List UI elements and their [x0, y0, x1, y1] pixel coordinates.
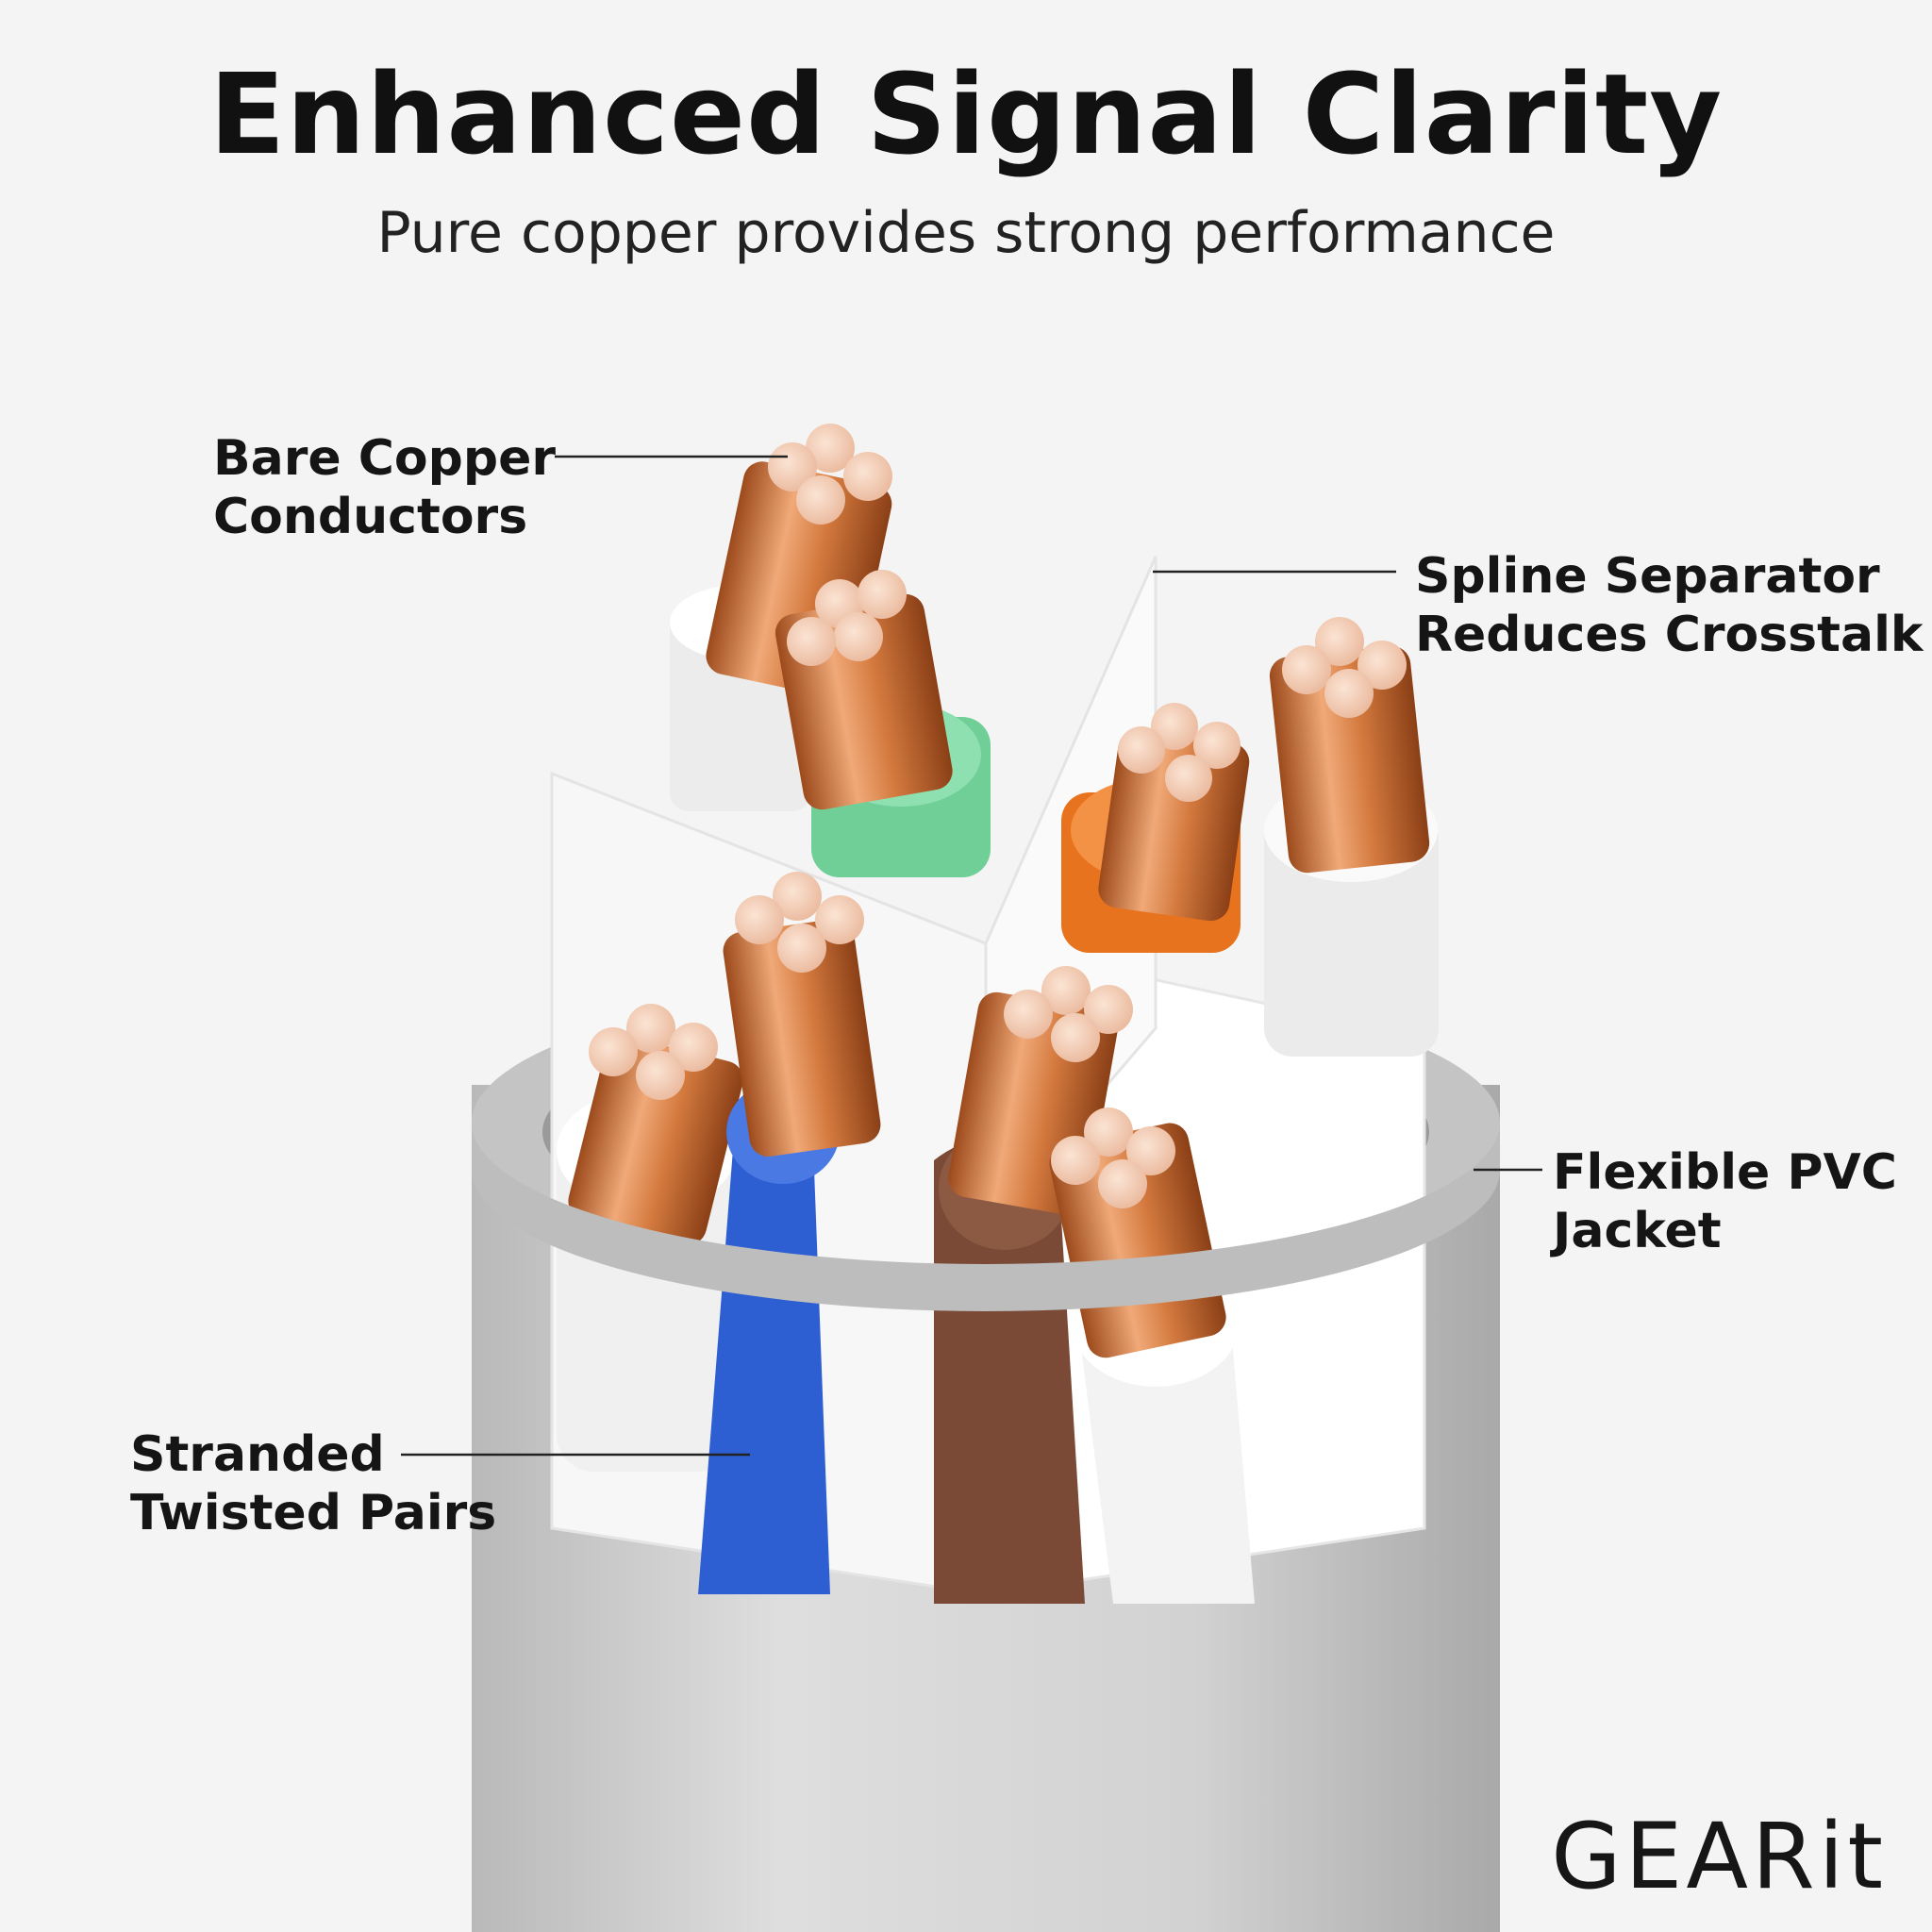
pvc-jacket-front-lip [472, 1123, 1500, 1311]
callout-bare-copper-line1: Bare Copper [213, 430, 556, 487]
callout-spline-line1: Spline Separator [1415, 548, 1880, 605]
wire-pair-front-left [557, 872, 881, 1594]
callout-spline: Spline Separator Reduces Crosstalk [1415, 547, 1923, 664]
wire-pair-front-right [934, 966, 1255, 1604]
page-title: Enhanced Signal Clarity [208, 49, 1724, 179]
page-subtitle: Pure copper provides strong performance [376, 200, 1556, 266]
gearit-logo: GEARit [1551, 1804, 1887, 1909]
callout-stranded-line2: Twisted Pairs [130, 1485, 497, 1541]
callout-spline-line2: Reduces Crosstalk [1415, 607, 1924, 663]
callout-jacket-line1: Flexible PVC [1553, 1144, 1897, 1201]
wire-pair-back-left [670, 424, 991, 877]
callout-bare-copper-line2: Conductors [213, 489, 528, 545]
callout-jacket: Flexible PVC Jacket [1553, 1143, 1897, 1260]
callout-jacket-line2: Jacket [1553, 1203, 1722, 1259]
callout-stranded: Stranded Twisted Pairs [130, 1425, 496, 1542]
wire-pair-back-right [1061, 617, 1439, 1057]
callout-stranded-line1: Stranded [130, 1426, 385, 1483]
callout-bare-copper: Bare Copper Conductors [213, 429, 556, 546]
